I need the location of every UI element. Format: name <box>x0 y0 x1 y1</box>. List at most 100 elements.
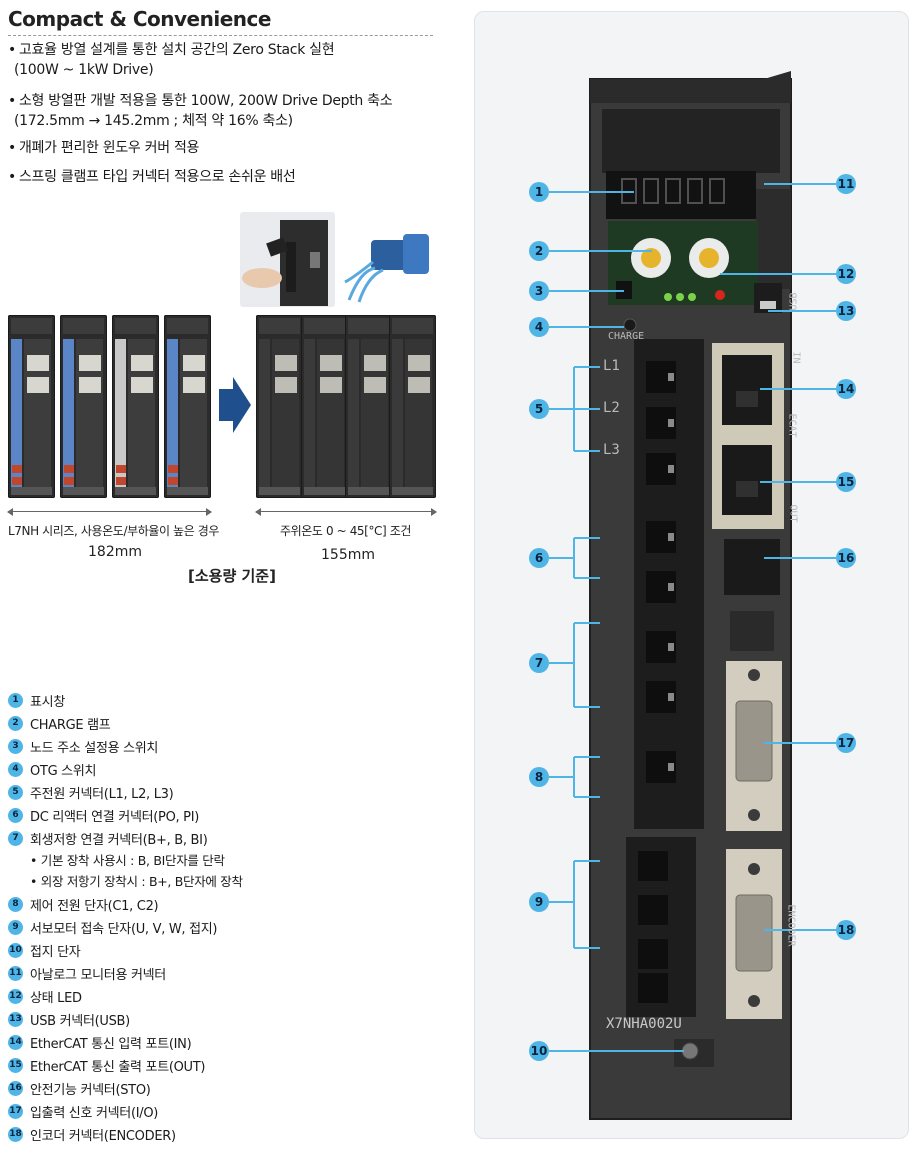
legend-item-2: 2 CHARGE 램프 <box>8 713 111 733</box>
new-width-dimension-line <box>255 508 437 516</box>
legend-number-badge: 3 <box>8 738 23 754</box>
callout-9: 9 <box>529 892 549 912</box>
legend-number-badge: 16 <box>8 1080 23 1096</box>
legend-text: 아날로그 모니터용 커넥터 <box>30 967 166 983</box>
callout-15: 15 <box>836 472 856 492</box>
legend-item-8: 8 제어 전원 단자(C1, C2) <box>8 894 159 914</box>
legend-item-11: 11 아날로그 모니터용 커넥터 <box>8 963 166 983</box>
old-drive-2 <box>60 315 107 498</box>
callout-17: 17 <box>836 733 856 753</box>
legend-number-badge: 4 <box>8 761 23 777</box>
new-drive-2 <box>301 315 348 498</box>
legend-text: 주전원 커넥터(L1, L2, L3) <box>30 786 174 802</box>
out-label: OUT <box>787 504 799 523</box>
old-drive-3 <box>112 315 159 498</box>
legend-sub-note-1: • 기본 장착 사용시 : B, BI단자를 단락 <box>30 853 225 868</box>
encoder-label: ENCODER <box>785 904 797 947</box>
callout-16: 16 <box>836 548 856 568</box>
legend-number-badge: 13 <box>8 1011 23 1027</box>
connector-photo-hand <box>240 212 335 307</box>
legend-item-16: 16 안전기능 커넥터(STO) <box>8 1078 151 1098</box>
charge-label: CHARGE <box>608 331 645 342</box>
legend-number-badge: 5 <box>8 784 23 800</box>
callout-11: 11 <box>836 174 856 194</box>
callout-4: 4 <box>529 317 549 337</box>
legend-item-10: 10 접지 단자 <box>8 940 81 960</box>
capacity-basis-note: [소용량 기준] <box>188 567 276 585</box>
legend-number-badge: 2 <box>8 715 23 731</box>
servo-drive-illustration <box>549 71 836 1120</box>
callout-6: 6 <box>529 548 549 568</box>
legend-number-badge: 6 <box>8 807 23 823</box>
callout-8: 8 <box>529 767 549 787</box>
legend-text: CHARGE 램프 <box>30 717 111 733</box>
legend-number-badge: 9 <box>8 919 23 935</box>
callout-14: 14 <box>836 379 856 399</box>
callout-12: 12 <box>836 264 856 284</box>
legend-number-badge: 14 <box>8 1034 23 1050</box>
right-arrow-icon <box>219 377 251 433</box>
legend-item-3: 3 노드 주소 설정용 스위치 <box>8 736 158 756</box>
legend-number-badge: 8 <box>8 896 23 912</box>
old-drive-1 <box>8 315 55 498</box>
legend-text: 제어 전원 단자(C1, C2) <box>30 898 159 914</box>
bullet-depth: •소형 방열판 개발 적용을 통한 100W, 200W Drive Depth… <box>8 93 393 129</box>
callout-13: 13 <box>836 301 856 321</box>
usb-label: USB <box>788 292 800 311</box>
legend-text: 노드 주소 설정용 스위치 <box>30 740 159 756</box>
legend-item-17: 17 입출력 신호 커넥터(I/O) <box>8 1101 158 1121</box>
legend-number-badge: 1 <box>8 692 23 708</box>
model-label: X7NHA002U <box>606 1016 682 1032</box>
legend-item-5: 5 주전원 커넥터(L1, L2, L3) <box>8 782 174 802</box>
connector-photo-clamp <box>343 220 438 305</box>
legend-sub-note-2: • 외장 저항기 장착시 : B+, B단자에 장착 <box>30 874 243 889</box>
bullet-spring-clamp: •스프링 클램프 타입 커넥터 적용으로 손쉬운 배선 <box>8 169 296 185</box>
old-width-dimension-line <box>7 508 212 516</box>
legend-item-12: 12 상태 LED <box>8 986 82 1006</box>
callout-10: 10 <box>529 1041 549 1061</box>
legend-text: 서보모터 접속 단자(U, V, W, 접지) <box>30 921 218 937</box>
legend-number-badge: 18 <box>8 1126 23 1142</box>
callout-3: 3 <box>529 281 549 301</box>
legend-number-badge: 17 <box>8 1103 23 1119</box>
old-drive-4 <box>164 315 211 498</box>
l3-label: L3 <box>603 442 620 458</box>
callout-2: 2 <box>529 241 549 261</box>
l2-label: L2 <box>603 400 620 416</box>
in-label: IN <box>790 351 802 364</box>
new-drive-3 <box>345 315 392 498</box>
legend-text: 입출력 신호 커넥터(I/O) <box>30 1105 159 1121</box>
legend-text: 회생저항 연결 커넥터(B+, B, BI) <box>30 832 208 848</box>
legend-number-badge: 10 <box>8 942 23 958</box>
legend-text: 상태 LED <box>30 990 82 1006</box>
section-title: Compact & Convenience <box>8 7 271 31</box>
callout-7: 7 <box>529 653 549 673</box>
legend-item-14: 14 EtherCAT 통신 입력 포트(IN) <box>8 1032 192 1052</box>
legend-number-badge: 11 <box>8 965 23 981</box>
bullet-zero-stack: •고효율 방열 설계를 통한 설치 공간의 Zero Stack 실현 (100… <box>8 42 335 78</box>
title-divider <box>8 35 433 36</box>
legend-text: USB 커넥터(USB) <box>30 1013 130 1029</box>
spring-clamp-illustration <box>344 234 429 303</box>
legend-text: EtherCAT 통신 입력 포트(IN) <box>30 1036 192 1052</box>
legend-number-badge: 12 <box>8 988 23 1004</box>
legend-number-badge: 15 <box>8 1057 23 1073</box>
old-drive-caption: L7NH 시리즈, 사용온도/부하율이 높은 경우 <box>8 524 220 538</box>
new-drive-width: 155mm <box>321 547 375 563</box>
callout-1: 1 <box>529 182 549 202</box>
legend-item-4: 4 OTG 스위치 <box>8 759 96 779</box>
bullet-window-cover: •개폐가 편리한 윈도우 커버 적용 <box>8 140 200 156</box>
ecat-label: ECAT <box>786 413 798 438</box>
legend-text: OTG 스위치 <box>30 763 97 779</box>
callout-18: 18 <box>836 920 856 940</box>
legend-text: 접지 단자 <box>30 944 81 960</box>
legend-text: 안전기능 커넥터(STO) <box>30 1082 151 1098</box>
legend-item-15: 15 EtherCAT 통신 출력 포트(OUT) <box>8 1055 205 1075</box>
legend-text: EtherCAT 통신 출력 포트(OUT) <box>30 1059 206 1075</box>
legend-item-13: 13 USB 커넥터(USB) <box>8 1009 130 1029</box>
new-drive-4 <box>389 315 436 498</box>
